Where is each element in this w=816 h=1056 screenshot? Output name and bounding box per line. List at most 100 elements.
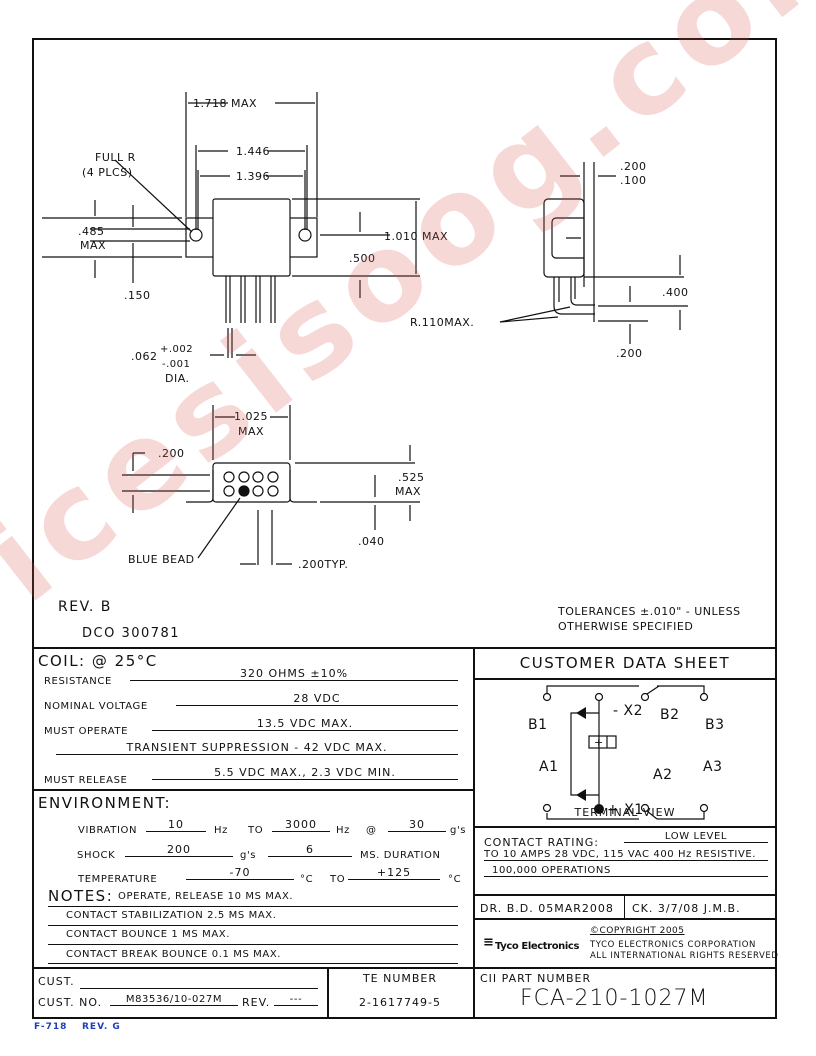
dim-flange-height: .485 xyxy=(78,225,105,238)
rights-reserved: ALL INTERNATIONAL RIGHTS RESERVED xyxy=(590,951,779,961)
note-rule xyxy=(48,906,458,907)
dim-side-lead2: .200 xyxy=(616,347,643,360)
note-rule xyxy=(48,944,458,945)
notes-title: NOTES: xyxy=(48,887,114,905)
tyco-brand: Tyco Electronics xyxy=(495,941,580,952)
terminal-a1: A1 xyxy=(539,759,558,775)
checked-by: CK. 3/7/08 J.M.B. xyxy=(632,902,741,915)
tolerance-line2: OTHERWISE SPECIFIED xyxy=(558,620,693,633)
coil-title: COIL: @ 25°C xyxy=(38,652,158,670)
label-full-r-plcs: (4 PLCS) xyxy=(82,166,133,179)
drawn-by: DR. B.D. 05MAR2008 xyxy=(480,902,614,915)
deg-c-unit: °C xyxy=(448,874,462,885)
cust-no-label: CUST. NO. xyxy=(38,996,103,1009)
dim-pin-tol-plus: +.002 xyxy=(160,344,193,355)
divider xyxy=(473,894,777,896)
dim-pin-dia: .062 xyxy=(131,350,158,363)
terminal-b2: B2 xyxy=(660,707,680,723)
deg-c-unit: °C xyxy=(300,874,314,885)
bottom-view xyxy=(122,405,420,565)
dim-bottom-height-max: MAX xyxy=(395,485,421,498)
at-label: @ xyxy=(366,825,377,836)
divider xyxy=(327,967,329,1019)
temperature-min: -70 xyxy=(186,866,294,880)
top-view xyxy=(42,92,420,358)
label-blue-bead: BLUE BEAD xyxy=(128,553,195,566)
g-unit: g's xyxy=(240,850,257,861)
note-item: CONTACT BREAK BOUNCE 0.1 MS MAX. xyxy=(66,949,282,960)
note-rule xyxy=(48,963,458,964)
terminal-b1: B1 xyxy=(528,717,548,733)
dim-flange-height-max: MAX xyxy=(80,239,106,252)
note-item: CONTACT STABILIZATION 2.5 MS MAX. xyxy=(66,910,277,921)
dim-hole-spacing: 1.446 xyxy=(236,145,270,158)
divider xyxy=(32,647,777,649)
tolerance-line1: TOLERANCES ±.010" - UNLESS xyxy=(557,605,741,618)
dim-side-off2: .100 xyxy=(620,174,647,187)
shock-g: 200 xyxy=(125,843,233,857)
contact-rating-label: CONTACT RATING: xyxy=(484,836,599,849)
divider xyxy=(473,678,777,680)
dim-overall-width: 1.718 MAX xyxy=(193,97,257,110)
terminal-a2: A2 xyxy=(653,767,672,783)
dim-hole-inner: 1.396 xyxy=(236,170,270,183)
terminal-x1: + X1 xyxy=(607,802,644,818)
must-release-value: 5.5 VDC MAX., 2.3 VDC MIN. xyxy=(152,766,458,780)
note-rule xyxy=(48,925,458,926)
g-unit: g's xyxy=(450,825,467,836)
dim-pin-tol-minus: -.001 xyxy=(162,359,190,370)
rev-value: --- xyxy=(274,994,318,1006)
shock-label: SHOCK xyxy=(77,850,116,861)
contact-rating-value: LOW LEVEL xyxy=(624,831,768,843)
mechanical-drawing: 1.718 MAX 1.446 1.396 FULL R (4 PLCS) .4… xyxy=(42,92,741,641)
cust-no-value: M83536/10-027M xyxy=(110,994,238,1006)
dim-bottom-width-max: MAX xyxy=(238,425,264,438)
contact-rating-line3: 100,000 OPERATIONS xyxy=(484,865,768,877)
copyright: ©COPYRIGHT 2005 xyxy=(590,926,685,936)
part-number-label: CII PART NUMBER xyxy=(480,972,592,985)
cust-field xyxy=(80,988,318,989)
vibration-from: 10 xyxy=(146,818,206,832)
divider xyxy=(473,826,777,828)
note-item: OPERATE, RELEASE 10 MS MAX. xyxy=(118,891,294,902)
ms-duration-label: MS. DURATION xyxy=(360,850,441,861)
to-label: TO xyxy=(248,825,264,836)
form-rev: REV. G xyxy=(82,1022,121,1032)
dim-standoff: .040 xyxy=(358,535,385,548)
side-view xyxy=(499,162,688,344)
divider xyxy=(624,894,625,918)
te-number: 2-1617749-5 xyxy=(359,996,441,1009)
terminal-schematic: - X2 B1 B2 B3 A1 + X1 A2 A3 + xyxy=(528,685,725,820)
divider xyxy=(32,967,777,969)
coil-symbol: + xyxy=(594,736,604,749)
resistance-value: 320 OHMS ±10% xyxy=(130,667,458,681)
rev-label: REV. xyxy=(242,996,271,1009)
dim-height: 1.010 MAX xyxy=(384,230,448,243)
dim-radius: R.110MAX. xyxy=(410,316,474,329)
terminal-x2: - X2 xyxy=(613,703,643,719)
vibration-label: VIBRATION xyxy=(78,825,138,836)
divider xyxy=(473,918,777,920)
temperature-label: TEMPERATURE xyxy=(78,874,158,885)
terminal-a3: A3 xyxy=(703,759,722,775)
environment-title: ENVIRONMENT: xyxy=(38,794,172,812)
temperature-max: +125 xyxy=(348,866,440,880)
tyco-logo-icon: ≡ xyxy=(483,935,494,950)
cust-label: CUST. xyxy=(38,975,75,988)
form-number: F-718 xyxy=(34,1022,68,1032)
drawing-frame xyxy=(32,38,777,1019)
hz-unit: Hz xyxy=(336,825,350,836)
dim-hole-offset: .150 xyxy=(124,289,151,302)
transient-suppression: TRANSIENT SUPPRESSION - 42 VDC MAX. xyxy=(56,741,458,755)
te-number-label: TE NUMBER xyxy=(362,972,438,985)
terminal-b3: B3 xyxy=(705,717,725,733)
vibration-g: 30 xyxy=(388,818,446,832)
shock-ms: 6 xyxy=(268,843,352,857)
corporation: TYCO ELECTRONICS CORPORATION xyxy=(590,940,756,950)
dim-bottom-height: .525 xyxy=(398,471,425,484)
resistance-label: RESISTANCE xyxy=(44,676,112,687)
vibration-to: 3000 xyxy=(272,818,330,832)
hz-unit: Hz xyxy=(214,825,228,836)
contact-rating-line2: TO 10 AMPS 28 VDC, 115 VAC 400 Hz RESIST… xyxy=(484,849,768,861)
dim-pitch: .200TYP. xyxy=(298,558,348,571)
